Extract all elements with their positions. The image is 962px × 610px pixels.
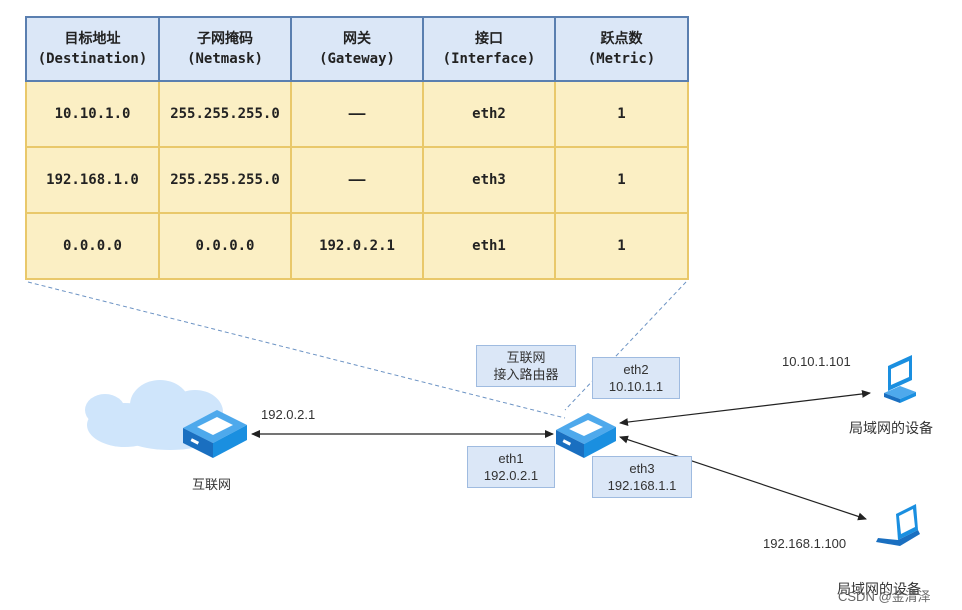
cell-netmask: 0.0.0.0 xyxy=(158,212,292,280)
eth3-ip: 192.168.1.1 xyxy=(607,478,677,493)
header-metric: 跃点数 (Metric) xyxy=(554,16,689,82)
table-header-row: 目标地址 (Destination) 子网掩码 (Netmask) 网关 (Ga… xyxy=(25,16,689,82)
cell-metric: 1 xyxy=(554,80,689,148)
eth3-name: eth3 xyxy=(629,461,655,476)
internet-label: 互联网 xyxy=(192,477,232,492)
router-label-line1: 互联网 xyxy=(506,350,546,365)
header-netmask-zh: 子网掩码 xyxy=(197,31,253,47)
header-destination: 目标地址 (Destination) xyxy=(25,16,160,82)
laptop-icon xyxy=(876,504,920,546)
internet-router-icon xyxy=(183,410,247,458)
device2-label: 局域网的设备 xyxy=(837,581,921,597)
watermark: CSDN @金清泽 xyxy=(838,589,931,604)
access-router-icon xyxy=(556,413,616,458)
cell-netmask: 255.255.255.0 xyxy=(158,80,292,148)
internet-ip-label: 192.0.2.1 xyxy=(261,407,316,422)
device1-ip-label: 10.10.1.101 xyxy=(782,354,851,369)
table-row: 0.0.0.0 0.0.0.0 192.0.2.1 eth1 1 xyxy=(25,212,689,280)
cell-metric: 1 xyxy=(554,146,689,214)
header-metric-en: (Metric) xyxy=(587,51,656,67)
eth2-name: eth2 xyxy=(623,362,649,377)
header-netmask: 子网掩码 (Netmask) xyxy=(158,16,292,82)
cell-netmask: 255.255.255.0 xyxy=(158,146,292,214)
header-interface-zh: 接口 xyxy=(475,31,503,47)
cell-gateway: —— xyxy=(290,146,424,214)
desktop-computer-icon xyxy=(884,355,916,403)
header-netmask-en: (Netmask) xyxy=(187,51,263,67)
cell-interface: eth1 xyxy=(422,212,556,280)
cell-destination: 0.0.0.0 xyxy=(25,212,160,280)
header-interface-en: (Interface) xyxy=(442,51,536,67)
eth1-box: eth1 192.0.2.1 xyxy=(467,446,555,488)
zoom-line-right xyxy=(564,281,687,411)
eth1-ip: 192.0.2.1 xyxy=(483,468,539,483)
cell-interface: eth3 xyxy=(422,146,556,214)
header-gateway: 网关 (Gateway) xyxy=(290,16,424,82)
eth2-box: eth2 10.10.1.1 xyxy=(592,357,680,399)
header-gateway-zh: 网关 xyxy=(343,31,371,47)
device1-label: 局域网的设备 xyxy=(849,420,933,436)
eth3-box: eth3 192.168.1.1 xyxy=(592,456,692,498)
table-row: 192.168.1.0 255.255.255.0 —— eth3 1 xyxy=(25,146,689,214)
zoom-line-left xyxy=(27,281,566,419)
header-metric-zh: 跃点数 xyxy=(600,31,643,47)
device2-ip-label: 192.168.1.100 xyxy=(763,536,847,551)
eth2-ip: 10.10.1.1 xyxy=(608,379,664,394)
cell-interface: eth2 xyxy=(422,80,556,148)
header-destination-zh: 目标地址 xyxy=(64,31,121,47)
router-label-box: 互联网 接入路由器 xyxy=(476,345,576,387)
table-row: 10.10.1.0 255.255.255.0 —— eth2 1 xyxy=(25,80,689,148)
cell-gateway: —— xyxy=(290,80,424,148)
cell-destination: 10.10.1.0 xyxy=(25,80,160,148)
router-label-line2: 接入路由器 xyxy=(493,367,559,382)
header-interface: 接口 (Interface) xyxy=(422,16,556,82)
header-gateway-en: (Gateway) xyxy=(319,51,395,67)
eth1-name: eth1 xyxy=(498,451,524,466)
link-router-device2 xyxy=(619,435,867,521)
cell-destination: 192.168.1.0 xyxy=(25,146,160,214)
header-destination-en: (Destination) xyxy=(37,51,148,67)
cell-gateway: 192.0.2.1 xyxy=(290,212,424,280)
routing-table: 目标地址 (Destination) 子网掩码 (Netmask) 网关 (Ga… xyxy=(25,16,689,280)
cell-metric: 1 xyxy=(554,212,689,280)
link-router-device1 xyxy=(619,389,871,427)
